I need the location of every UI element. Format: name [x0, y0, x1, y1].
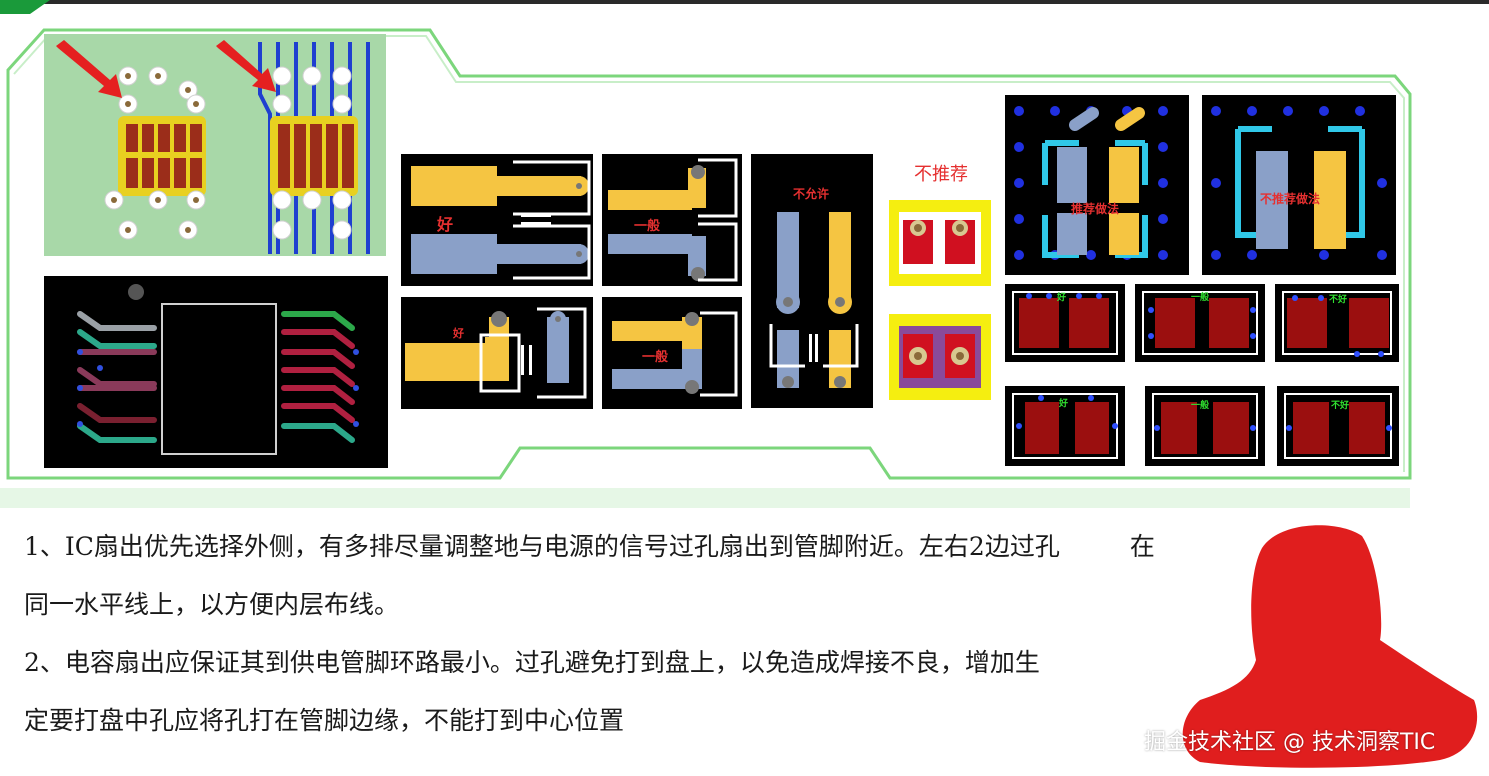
not-recommended-title: 不推荐	[914, 164, 968, 185]
not-recommended-practice: 不推荐做法	[1202, 95, 1396, 275]
recommended-practice: 推荐做法	[1005, 95, 1189, 275]
ic-fanout-diagram	[44, 34, 386, 256]
grid-cell-4	[1005, 386, 1125, 466]
label-recommended: 推荐做法	[1071, 201, 1119, 216]
left-chip	[118, 116, 206, 196]
text-line-1: 1、IC扇出优先选择外侧，有多排尽量调整地与电源的信号过孔扇出到管脚附近。左右2…	[24, 532, 1155, 561]
pad-normal-2: 一般	[602, 297, 742, 409]
label-good: 好	[436, 215, 453, 234]
grid-cell-5	[1145, 386, 1265, 466]
label-normal-small: 一般	[642, 349, 668, 365]
pad-good-2: 好	[401, 297, 593, 409]
label-not-recommended: 不推荐做法	[1260, 191, 1320, 206]
text-line-3: 2、电容扇出应保证其到供电管脚环路最小。过孔避免打到盘上，以免造成焊接不良，增加…	[24, 648, 1040, 677]
label-not-allowed: 不允许	[793, 186, 829, 201]
grid-cell-2	[1135, 284, 1265, 362]
pad-good-1: 好	[401, 154, 593, 286]
pad-normal-1: 一般	[602, 154, 742, 286]
body-text: 1、IC扇出优先选择外侧，有多排尽量调整地与电源的信号过孔扇出到管脚附近。左右2…	[24, 518, 1404, 750]
grid-label-5: 一般	[1191, 399, 1210, 411]
capacitor-grid: 好 一般 不好 好 一般 不好	[1005, 284, 1399, 466]
grid-label-2: 一般	[1191, 291, 1210, 303]
label-good-small: 好	[452, 326, 464, 340]
watermark: 掘金技术社区 @ 技术洞察TIC	[1144, 730, 1436, 755]
grid-cell-6	[1277, 386, 1399, 466]
grid-label-1: 好	[1056, 291, 1066, 303]
grid-cell-3	[1275, 284, 1399, 362]
label-normal: 一般	[634, 218, 660, 234]
grid-label-6: 不好	[1331, 399, 1349, 411]
text-line-2: 同一水平线上，以方便内层布线。	[24, 590, 400, 619]
ic-trace-diagram	[44, 276, 388, 468]
text-line-4: 定要打盘中孔应将孔打在管脚边缘，不能打到中心位置	[24, 706, 625, 735]
grid-cell-1	[1005, 284, 1125, 362]
top-bar	[0, 0, 1489, 4]
grid-label-3: 不好	[1329, 293, 1347, 305]
pad-not-allowed: 不允许	[751, 154, 873, 408]
pad-not-recommended	[889, 200, 991, 400]
arrow-icon	[56, 40, 276, 98]
grid-label-4: 好	[1058, 397, 1068, 409]
